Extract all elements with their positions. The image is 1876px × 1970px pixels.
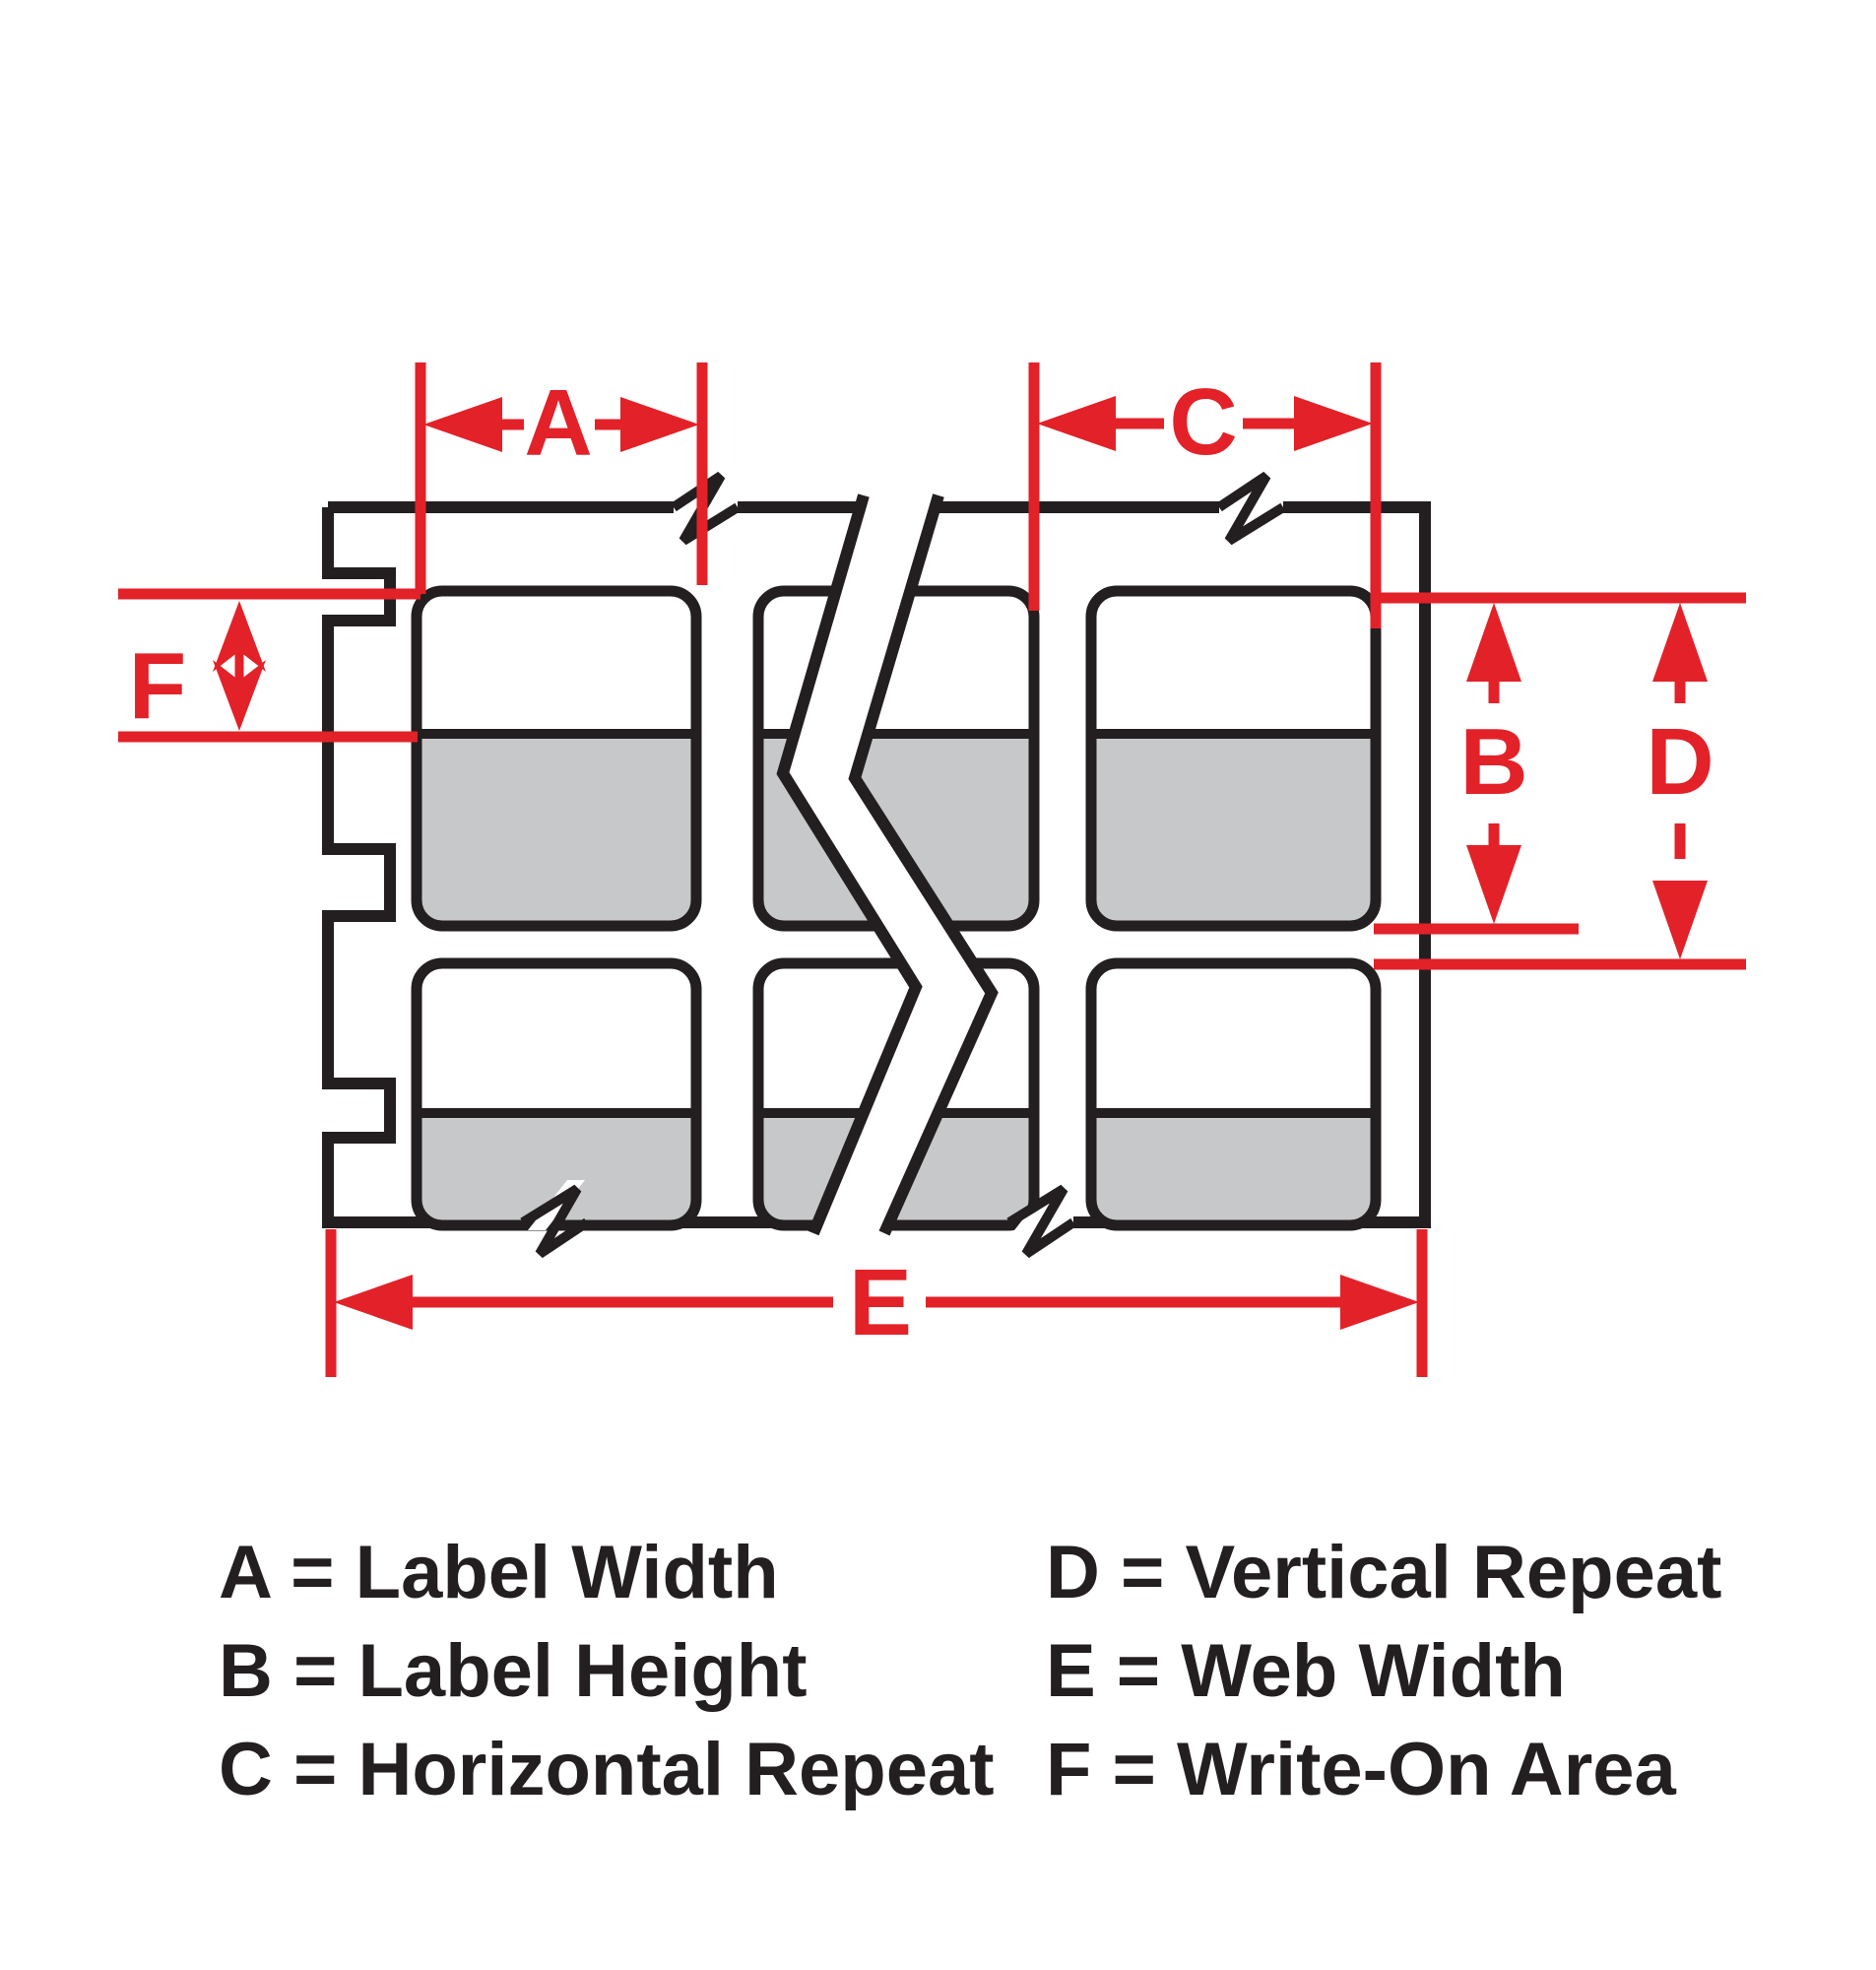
legend-item-e: E = Web Width (1046, 1629, 1566, 1713)
dim-e-letter: E (849, 1250, 912, 1355)
label-printed-area (1091, 1113, 1376, 1225)
label-printed-area (417, 1113, 696, 1225)
dim-b-arrowhead-down (1466, 845, 1521, 924)
dim-c-arrowhead-left (1037, 396, 1116, 451)
tear-break (776, 493, 999, 1236)
dim-a-letter: A (524, 370, 592, 476)
legend: A = Label Width B = Label Height C = Hor… (219, 1531, 1721, 1811)
label-row2-col3 (1085, 957, 1382, 1231)
dimension-b: B (1374, 592, 1746, 935)
legend-item-f: F = Write-On Area (1046, 1728, 1677, 1811)
label-row2-col1 (411, 957, 702, 1231)
break-mark-top-right (1216, 471, 1286, 546)
dim-e-arrowhead-right (1340, 1275, 1419, 1330)
tear-edge-right (848, 493, 999, 1236)
dim-d-arrowhead-down (1652, 881, 1708, 959)
legend-item-a: A = Label Width (219, 1531, 779, 1614)
label-row1-col1 (411, 585, 702, 932)
dim-d-letter: D (1646, 709, 1714, 815)
break-mark-bottom-right (1006, 1184, 1076, 1259)
tear-edge-left (776, 493, 923, 1236)
dim-e-arrowhead-left (334, 1275, 413, 1330)
label-row1-col3 (1085, 585, 1382, 932)
dimension-e: E (325, 1229, 1428, 1377)
dimension-c: C (1028, 362, 1382, 628)
label-outline (1085, 957, 1382, 1231)
dim-a-arrowhead-right (620, 397, 699, 452)
legend-item-c: C = Horizontal Repeat (219, 1728, 995, 1811)
legend-item-d: D = Vertical Repeat (1046, 1531, 1721, 1614)
break-mark-bottom-left (520, 1184, 590, 1259)
label-outline (1085, 585, 1382, 932)
dim-a-arrowhead-left (423, 397, 502, 452)
dim-c-letter: C (1169, 369, 1237, 475)
tear-band (783, 495, 992, 1233)
dim-f-arrowhead-down (213, 660, 266, 731)
dimension-f: F (118, 588, 420, 743)
dimension-a: A (415, 362, 708, 594)
dim-d-arrowhead-up (1652, 603, 1708, 682)
dimension-d: D (1374, 603, 1746, 970)
dim-f-letter: F (129, 633, 187, 739)
label-printed-area (417, 734, 696, 926)
dim-b-letter: B (1459, 709, 1527, 815)
label-printed-area (1091, 734, 1376, 926)
label-outline (411, 585, 702, 932)
dim-c-arrowhead-right (1294, 396, 1373, 451)
dim-b-arrowhead-up (1466, 603, 1521, 682)
legend-item-b: B = Label Height (219, 1629, 808, 1713)
dim-f-arrowhead-up (213, 601, 266, 672)
